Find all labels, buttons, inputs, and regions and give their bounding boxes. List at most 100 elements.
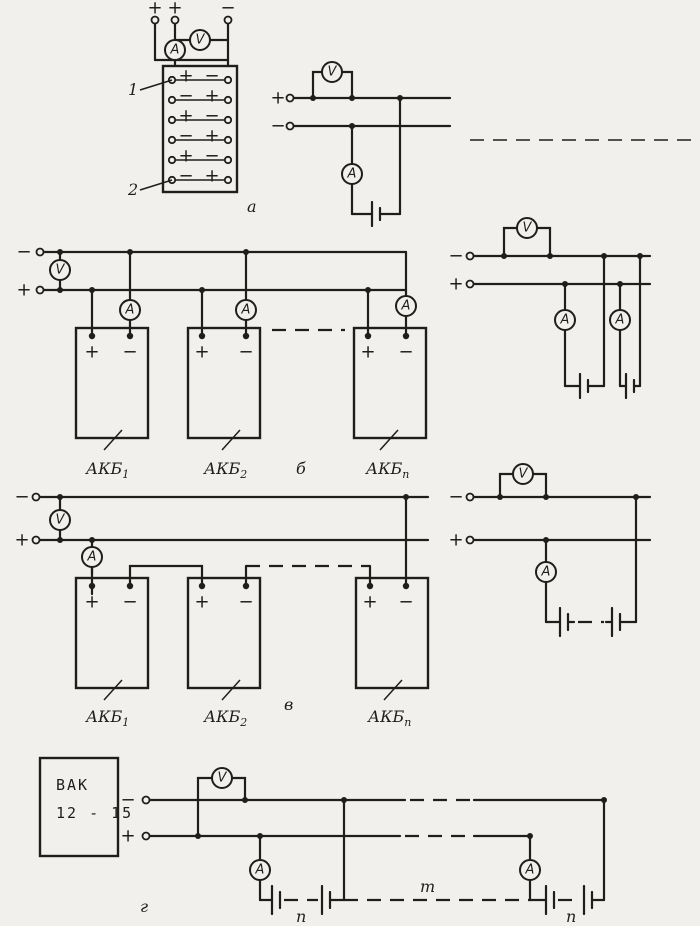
svg-text:+: + [448, 274, 463, 295]
svg-text:V: V [328, 65, 338, 80]
ammeter: A [164, 39, 186, 61]
svg-text:−: − [270, 116, 285, 137]
svg-text:−: − [398, 342, 413, 363]
label-v: в [284, 695, 293, 714]
battery-2-label: АКБ2 [203, 707, 247, 729]
cell-block [161, 64, 239, 194]
svg-text:−: − [448, 487, 463, 508]
svg-text:−: − [448, 246, 463, 267]
battery-2-label: АКБ2 [203, 459, 247, 481]
svg-text:−: − [14, 487, 29, 508]
ammeter-label: A [170, 43, 180, 58]
scheme-v: − + V A + − + − + − [14, 463, 652, 729]
svg-text:A: A [347, 167, 357, 182]
terminal [150, 15, 160, 25]
svg-text:+: + [84, 592, 99, 613]
ammeter: A [395, 295, 417, 317]
svg-text:+: + [178, 66, 193, 87]
ammeter: A [609, 309, 631, 331]
ammeter: A [249, 859, 271, 881]
svg-text:−: − [122, 342, 137, 363]
battery-n [354, 576, 430, 690]
ammeter: A [554, 309, 576, 331]
battery-n-label: АКБn [365, 459, 409, 481]
svg-text:V: V [519, 467, 529, 482]
svg-text:+: + [84, 342, 99, 363]
svg-text:A: A [125, 303, 135, 318]
battery-n-label: АКБn [367, 707, 411, 729]
callout-1: 1 [128, 80, 138, 99]
label-a: а [247, 197, 257, 216]
ammeter: A [341, 163, 363, 185]
label-b: б [296, 459, 306, 478]
svg-text:−: − [122, 592, 137, 613]
svg-text:+: + [14, 530, 29, 551]
ammeter: A [519, 859, 541, 881]
voltmeter: V [211, 767, 233, 789]
svg-text:−: − [238, 342, 253, 363]
svg-text:A: A [615, 313, 625, 328]
charger-label: ВАК [56, 776, 89, 794]
ammeter: A [535, 561, 557, 583]
battery-2 [186, 326, 262, 440]
charger-rating: 12 - 15 [56, 804, 133, 822]
svg-text:+: + [178, 106, 193, 127]
groups-count: m [420, 877, 435, 896]
svg-text:V: V [56, 513, 66, 528]
svg-text:A: A [541, 565, 551, 580]
svg-text:A: A [241, 303, 251, 318]
label-g: г [140, 897, 148, 916]
svg-text:V: V [523, 221, 533, 236]
terminal [223, 15, 233, 25]
cells-count: n [566, 907, 576, 926]
battery-1 [74, 326, 150, 440]
voltmeter: V [189, 29, 211, 51]
svg-text:−: − [178, 126, 193, 147]
scheme-a: + + − V A +− −+ +− [127, 0, 700, 228]
callout-2: 2 [127, 180, 138, 199]
svg-text:+: + [120, 826, 135, 847]
svg-text:+: + [194, 342, 209, 363]
svg-text:A: A [525, 863, 535, 878]
svg-text:+: + [362, 592, 377, 613]
voltmeter: V [49, 259, 71, 281]
svg-text:−: − [204, 106, 219, 127]
svg-text:−: − [178, 86, 193, 107]
svg-text:V: V [56, 263, 66, 278]
svg-text:−: − [204, 66, 219, 87]
scheme-g: ВАК 12 - 15 − + V A n [38, 756, 607, 926]
svg-text:+: + [448, 530, 463, 551]
svg-text:+: + [360, 342, 375, 363]
battery-1 [74, 576, 150, 690]
terminal [170, 15, 180, 25]
svg-text:+: + [204, 86, 219, 107]
svg-text:−: − [398, 592, 413, 613]
ammeter: A [81, 546, 103, 568]
svg-text:+: + [194, 592, 209, 613]
svg-text:A: A [255, 863, 265, 878]
cell-rows: +− −+ +− −+ +− −+ [167, 66, 233, 187]
svg-text:+: + [178, 146, 193, 167]
svg-text:−: − [16, 242, 31, 263]
svg-text:−: − [204, 146, 219, 167]
battery-1-label: АКБ1 [85, 707, 129, 729]
battery-2 [186, 576, 262, 690]
plus-sign: + [147, 0, 162, 19]
svg-text:+: + [270, 88, 285, 109]
svg-text:A: A [560, 313, 570, 328]
plus-sign: + [167, 0, 182, 19]
svg-text:+: + [204, 166, 219, 187]
svg-text:A: A [401, 299, 411, 314]
ammeter: A [235, 299, 257, 321]
voltmeter: V [516, 217, 538, 239]
scheme-b: − + V A + − A + − [16, 217, 652, 481]
charger-vak [38, 756, 120, 858]
svg-text:−: − [178, 166, 193, 187]
svg-text:−: − [238, 592, 253, 613]
battery-1-label: АКБ1 [85, 459, 129, 481]
svg-text:V: V [218, 771, 228, 786]
svg-text:A: A [87, 550, 97, 565]
voltmeter: V [512, 463, 534, 485]
voltmeter: V [49, 509, 71, 531]
